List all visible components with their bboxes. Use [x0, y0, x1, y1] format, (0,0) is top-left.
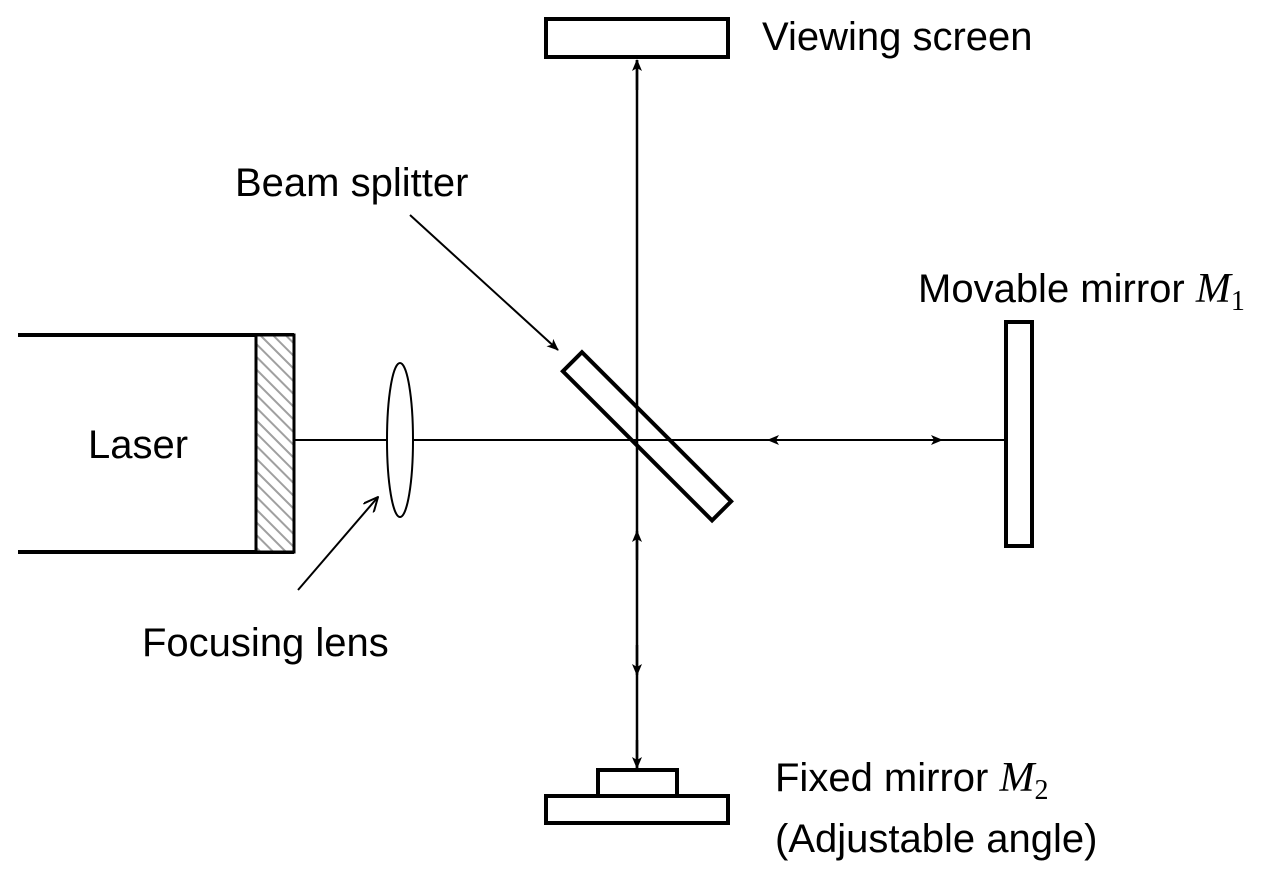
adjustable-angle-label: (Adjustable angle) — [775, 817, 1097, 861]
m2-symbol: M — [998, 755, 1036, 801]
fixed-mirror-m2 — [544, 768, 730, 825]
fixed-mirror-base — [544, 794, 730, 825]
fixed-mirror-text: Fixed mirror — [775, 756, 999, 800]
laser-output-window — [254, 333, 296, 554]
laser: Laser — [18, 333, 296, 554]
fixed-mirror-label: Fixed mirror M2 — [775, 755, 1048, 806]
movable-mirror-text: Movable mirror — [918, 267, 1196, 311]
beam-splitter — [560, 349, 734, 524]
m1-subscript: 1 — [1231, 286, 1245, 317]
m2-subscript: 2 — [1034, 775, 1048, 806]
laser-label: Laser — [88, 423, 188, 467]
focusing-lens-pointer — [297, 497, 378, 591]
beam-splitter-pointer — [409, 214, 559, 351]
fixed-mirror-mount — [596, 768, 679, 798]
viewing-screen-label: Viewing screen — [762, 15, 1033, 59]
movable-mirror-label: Movable mirror M1 — [918, 266, 1245, 317]
beam-splitter-label: Beam splitter — [235, 161, 468, 205]
beam-direction-arrows — [632, 59, 943, 769]
focusing-lens-label: Focusing lens — [142, 621, 389, 665]
m1-symbol: M — [1195, 266, 1233, 312]
focusing-lens — [386, 362, 414, 518]
viewing-screen — [544, 17, 730, 59]
movable-mirror-m1 — [1004, 320, 1034, 548]
